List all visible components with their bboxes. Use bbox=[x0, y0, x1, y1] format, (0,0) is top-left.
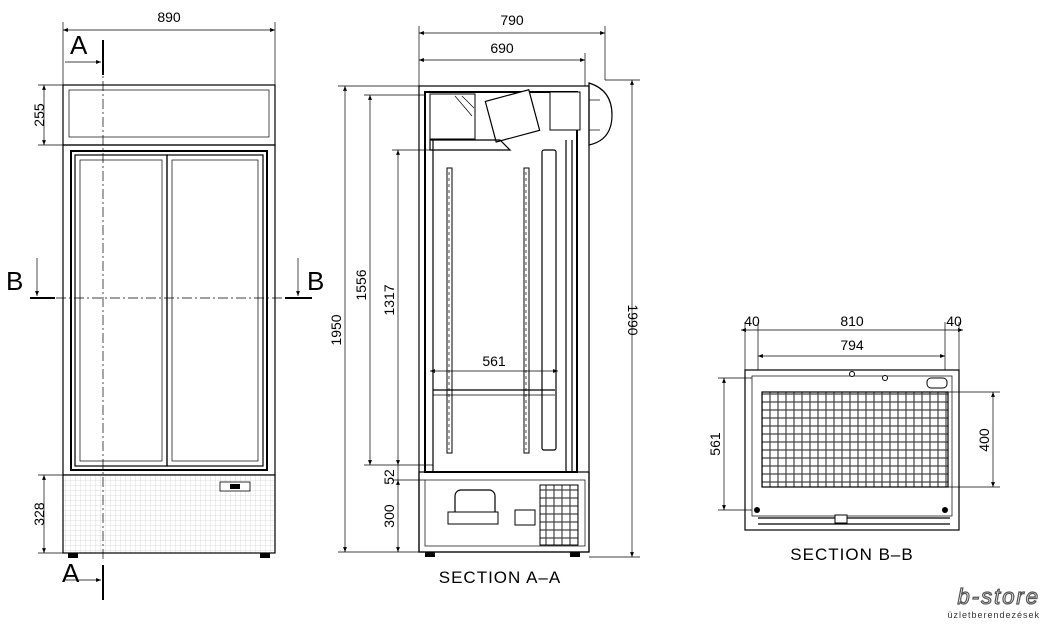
plan-view: 40 810 40 794 561 400 SECTION B–B bbox=[707, 313, 1000, 564]
door-handle bbox=[541, 149, 557, 451]
left-40-label: 40 bbox=[744, 313, 760, 329]
section-b-b-title: SECTION B–B bbox=[790, 545, 913, 564]
plan-cabinet bbox=[744, 369, 960, 531]
rear-rail bbox=[446, 167, 453, 454]
section-b-right-label: B bbox=[307, 266, 324, 296]
right-40-label: 40 bbox=[946, 313, 962, 329]
base-dimension-label: 328 bbox=[31, 502, 47, 526]
height-1556-label: 1556 bbox=[353, 269, 369, 300]
inner-depth-label: 690 bbox=[490, 40, 514, 56]
outer-depth-label: 790 bbox=[500, 12, 524, 28]
section-b-left-label: B bbox=[6, 266, 23, 296]
logo-brand: b-store bbox=[958, 584, 1040, 609]
canopy bbox=[62, 84, 276, 146]
cabinet-body bbox=[62, 144, 276, 476]
plan-evaporator bbox=[761, 391, 949, 488]
height-52-label: 52 bbox=[381, 469, 397, 485]
front-view: 890 255 328 A A bbox=[6, 9, 324, 600]
condenser-coil bbox=[539, 484, 579, 546]
height-300-label: 300 bbox=[381, 504, 397, 528]
section-a-a-title: SECTION A–A bbox=[439, 568, 561, 587]
section-a-bottom-label: A bbox=[62, 558, 80, 588]
canopy-dimension-label: 255 bbox=[31, 103, 47, 127]
section-a-top-label: A bbox=[70, 30, 88, 60]
height-1317-label: 1317 bbox=[381, 284, 397, 315]
height-1950-label: 1950 bbox=[328, 314, 344, 345]
brand-logo: b-store üzletberendezések bbox=[947, 583, 1040, 620]
height-1990-label: 1990 bbox=[625, 304, 641, 335]
condenser-400-label: 400 bbox=[976, 428, 992, 452]
inner-794-label: 794 bbox=[840, 337, 864, 353]
right-door bbox=[166, 154, 264, 467]
shelf-dimension-label: 561 bbox=[482, 353, 506, 369]
evaporator-fan bbox=[484, 89, 541, 143]
width-dimension-label: 890 bbox=[157, 9, 181, 25]
front-rail bbox=[523, 167, 530, 454]
left-door bbox=[74, 154, 168, 467]
middle-810-label: 810 bbox=[840, 313, 864, 329]
logo-tagline: üzletberendezések bbox=[947, 610, 1040, 620]
cabinet-section bbox=[418, 85, 590, 553]
depth-561-label: 561 bbox=[707, 432, 723, 456]
canopy-light bbox=[588, 82, 613, 146]
side-view: 790 690 561 bbox=[328, 12, 641, 587]
